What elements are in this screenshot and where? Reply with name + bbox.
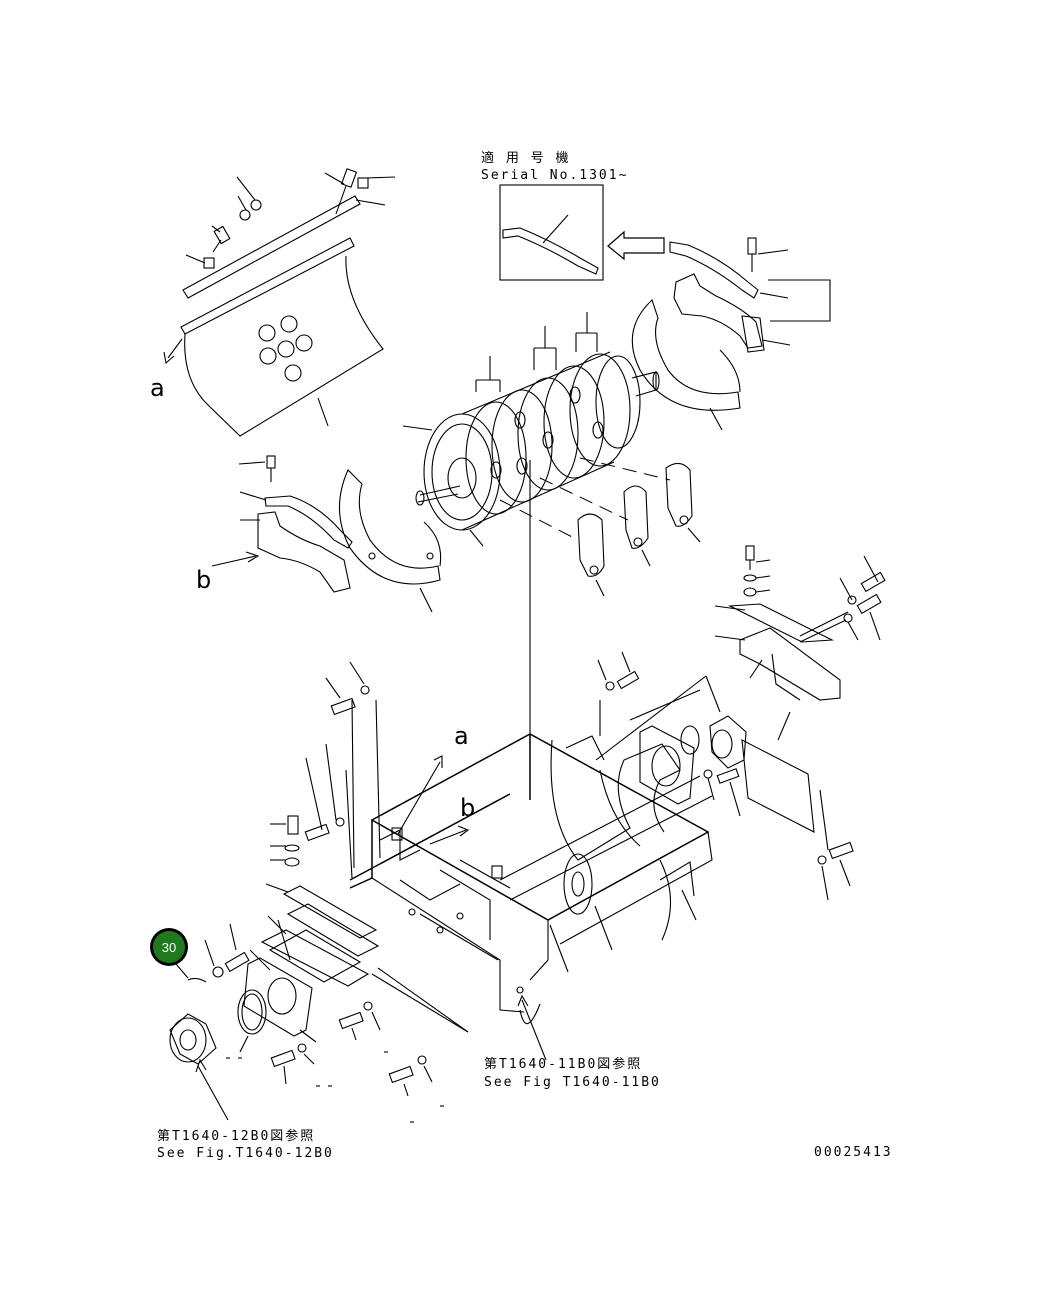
serial-note-en: Serial No.1301~	[481, 168, 628, 183]
half-ring-upper	[631, 299, 741, 431]
view-label-b-frame: b	[460, 794, 475, 822]
view-label-a-frame: a	[454, 722, 469, 750]
green-circle-icon	[153, 931, 185, 963]
hammer-arms	[577, 462, 701, 597]
ref-left-en: See Fig.T1640-12B0	[157, 1146, 334, 1161]
hollow-arrow-icon	[607, 230, 665, 261]
view-label-b-left: b	[196, 566, 211, 594]
inset-bracket-part	[502, 227, 599, 275]
upper-cover-panel	[163, 168, 396, 437]
view-label-a-top: a	[150, 374, 165, 402]
serial-note-jp: 適 用 号 機	[481, 150, 570, 166]
rotor-assembly	[402, 312, 671, 547]
frame-bolts-left	[270, 661, 370, 867]
upper-rail-2	[180, 237, 355, 335]
ref-right-en: See Fig T1640-11B0	[484, 1075, 661, 1090]
lower-bearing-group	[169, 923, 444, 1123]
ref-left-jp: 第T1640-12B0図参照	[157, 1128, 315, 1144]
right-frame-parts	[597, 651, 854, 901]
figure-id: 00025413	[814, 1145, 893, 1160]
main-frame	[249, 460, 829, 1061]
reference-left[interactable]: 第T1640-12B0図参照 See Fig.T1640-12B0	[157, 1128, 334, 1161]
serial-inset-box	[499, 184, 604, 281]
left-bearing-plate-group	[211, 455, 442, 613]
serial-note: 適 用 号 機 Serial No.1301~	[481, 150, 628, 281]
panel-holes	[258, 315, 313, 382]
reference-right[interactable]: 第T1640-11B0図参照 See Fig T1640-11B0	[484, 1056, 661, 1090]
callout-number: 30	[162, 940, 176, 955]
ref-right-jp: 第T1640-11B0図参照	[484, 1056, 642, 1072]
upper-rail-1	[182, 195, 361, 299]
right-support-group	[714, 545, 886, 701]
callout-marker-30[interactable]: 30	[150, 928, 188, 966]
upper-right-bracket-group	[669, 237, 831, 353]
